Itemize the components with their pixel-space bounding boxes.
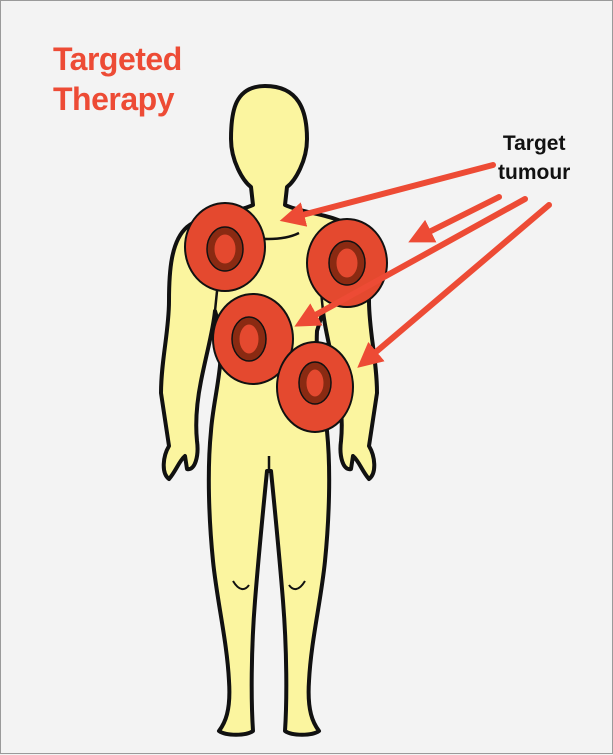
arrow-to-chest — [287, 165, 493, 219]
figure-title: Targeted Therapy — [53, 39, 182, 119]
tumour-upper-right — [307, 219, 387, 307]
title-line-1: Targeted — [53, 39, 182, 79]
arrow-to-lower-tumour — [363, 205, 549, 363]
title-line-2: Therapy — [53, 79, 182, 119]
label-line-2: tumour — [498, 158, 570, 187]
target-tumour-label: Target tumour — [498, 129, 570, 187]
tumour-lower — [277, 342, 353, 432]
label-line-1: Target — [498, 129, 570, 158]
tumour-upper-left — [185, 203, 265, 291]
